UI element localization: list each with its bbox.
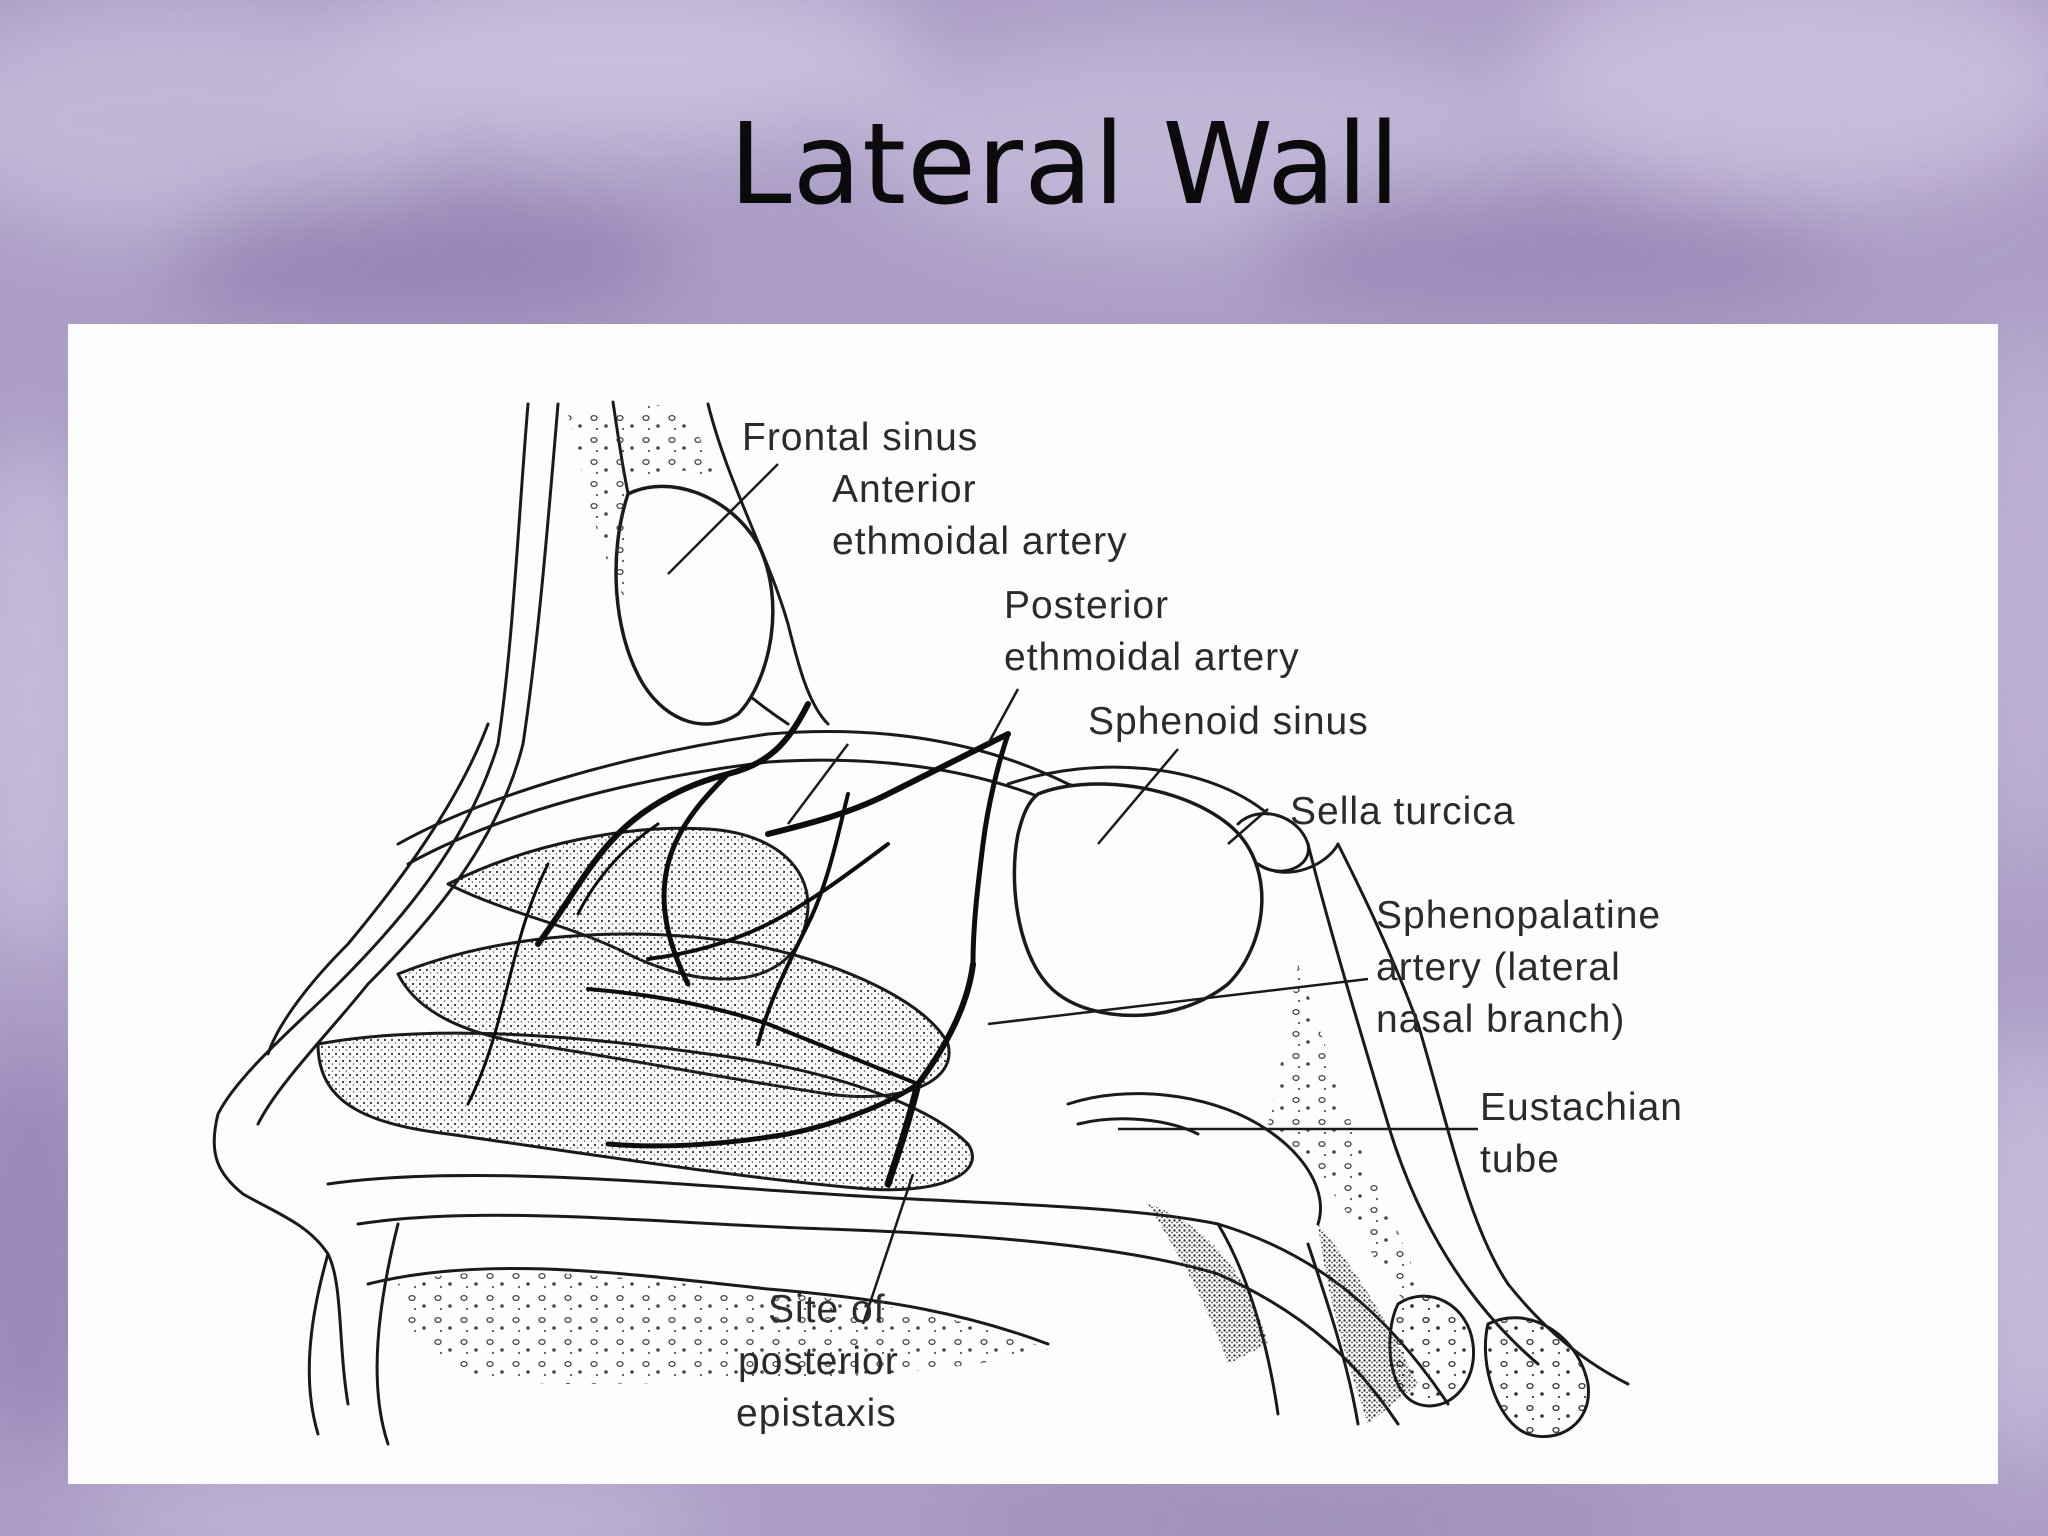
label-sphenoid-sinus: Sphenoid sinus	[1088, 700, 1369, 743]
label-sphenopalatine-artery-line2: artery (lateral	[1376, 946, 1621, 989]
nasal-lateral-wall-illustration	[212, 400, 1630, 1446]
diagram-panel: Frontal sinus Anterior ethmoidal artery …	[68, 324, 1998, 1484]
slide-title: Lateral Wall	[729, 100, 1401, 230]
label-posterior-ethmoidal-artery-line1: Posterior	[1004, 584, 1170, 627]
label-sella-turcica: Sella turcica	[1290, 790, 1516, 833]
label-anterior-ethmoidal-artery-line2: ethmoidal artery	[832, 520, 1128, 563]
label-anterior-ethmoidal-artery-line1: Anterior	[832, 468, 977, 511]
label-posterior-ethmoidal-artery-line2: ethmoidal artery	[1004, 636, 1300, 679]
label-frontal-sinus: Frontal sinus	[742, 416, 979, 459]
label-eustachian-tube-line2: tube	[1480, 1138, 1560, 1181]
label-epistaxis-site-line2: posterior	[738, 1340, 899, 1383]
label-eustachian-tube-line1: Eustachian	[1480, 1086, 1683, 1129]
label-sphenopalatine-artery-line3: nasal branch)	[1376, 998, 1626, 1041]
label-sphenopalatine-artery-line1: Sphenopalatine	[1376, 894, 1662, 937]
label-epistaxis-site-line3: epistaxis	[736, 1392, 897, 1435]
label-epistaxis-site-line1: Site of	[768, 1288, 886, 1331]
